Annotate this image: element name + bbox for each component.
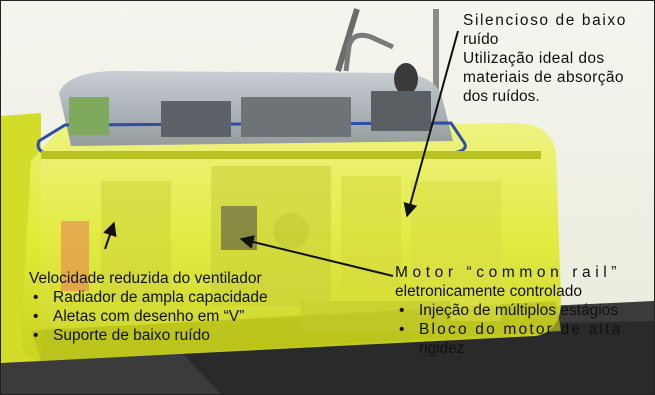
engine-annotation: Motor “common rail” eletronicamente cont… [395, 263, 623, 358]
engine-internals [61, 166, 501, 331]
exhaust-pipe [335, 8, 360, 72]
fan-annotation: Velocidade reduzida do ventilador Radiad… [29, 269, 268, 345]
engine-block [241, 97, 351, 137]
muffler [394, 63, 418, 95]
engine-bullet-1: Injeção de múltiplos estágios [395, 301, 623, 320]
fan-title: Velocidade reduzida do ventilador [29, 270, 262, 287]
silencer-line-1: Utilização ideal dos [463, 50, 605, 67]
engine-subtitle: eletronicamente controlado [395, 283, 582, 300]
fan-housing [161, 101, 231, 137]
arrow-silencer [403, 30, 459, 218]
muffler-body [371, 91, 431, 131]
silencer-line-2: materiais de absorção [463, 69, 624, 86]
engine-bullet-2: Bloco do motor de alta [395, 320, 623, 339]
engine-bullet-2-cont: rigidez [419, 340, 465, 357]
fan-bullet-3: Suporte de baixo ruído [29, 326, 268, 345]
hood-top-strip [41, 151, 541, 159]
silencer-title-cont: ruído [463, 31, 499, 48]
arrow-fan [103, 221, 117, 250]
radiator-core [69, 97, 109, 135]
engine-title: Motor “common rail” [395, 264, 622, 281]
vertical-pipe [433, 9, 439, 119]
silencer-annotation: Silencioso de baixo ruído Utilização ide… [463, 11, 627, 106]
arrow-engine [239, 235, 394, 277]
silencer-title: Silencioso de baixo [463, 12, 627, 29]
silencer-line-3: dos ruídos. [463, 88, 540, 105]
fan-bullet-1: Radiador de ampla capacidade [29, 288, 268, 307]
handrail [343, 32, 395, 72]
fan-bullet-2: Aletas com desenho em “V” [29, 307, 268, 326]
